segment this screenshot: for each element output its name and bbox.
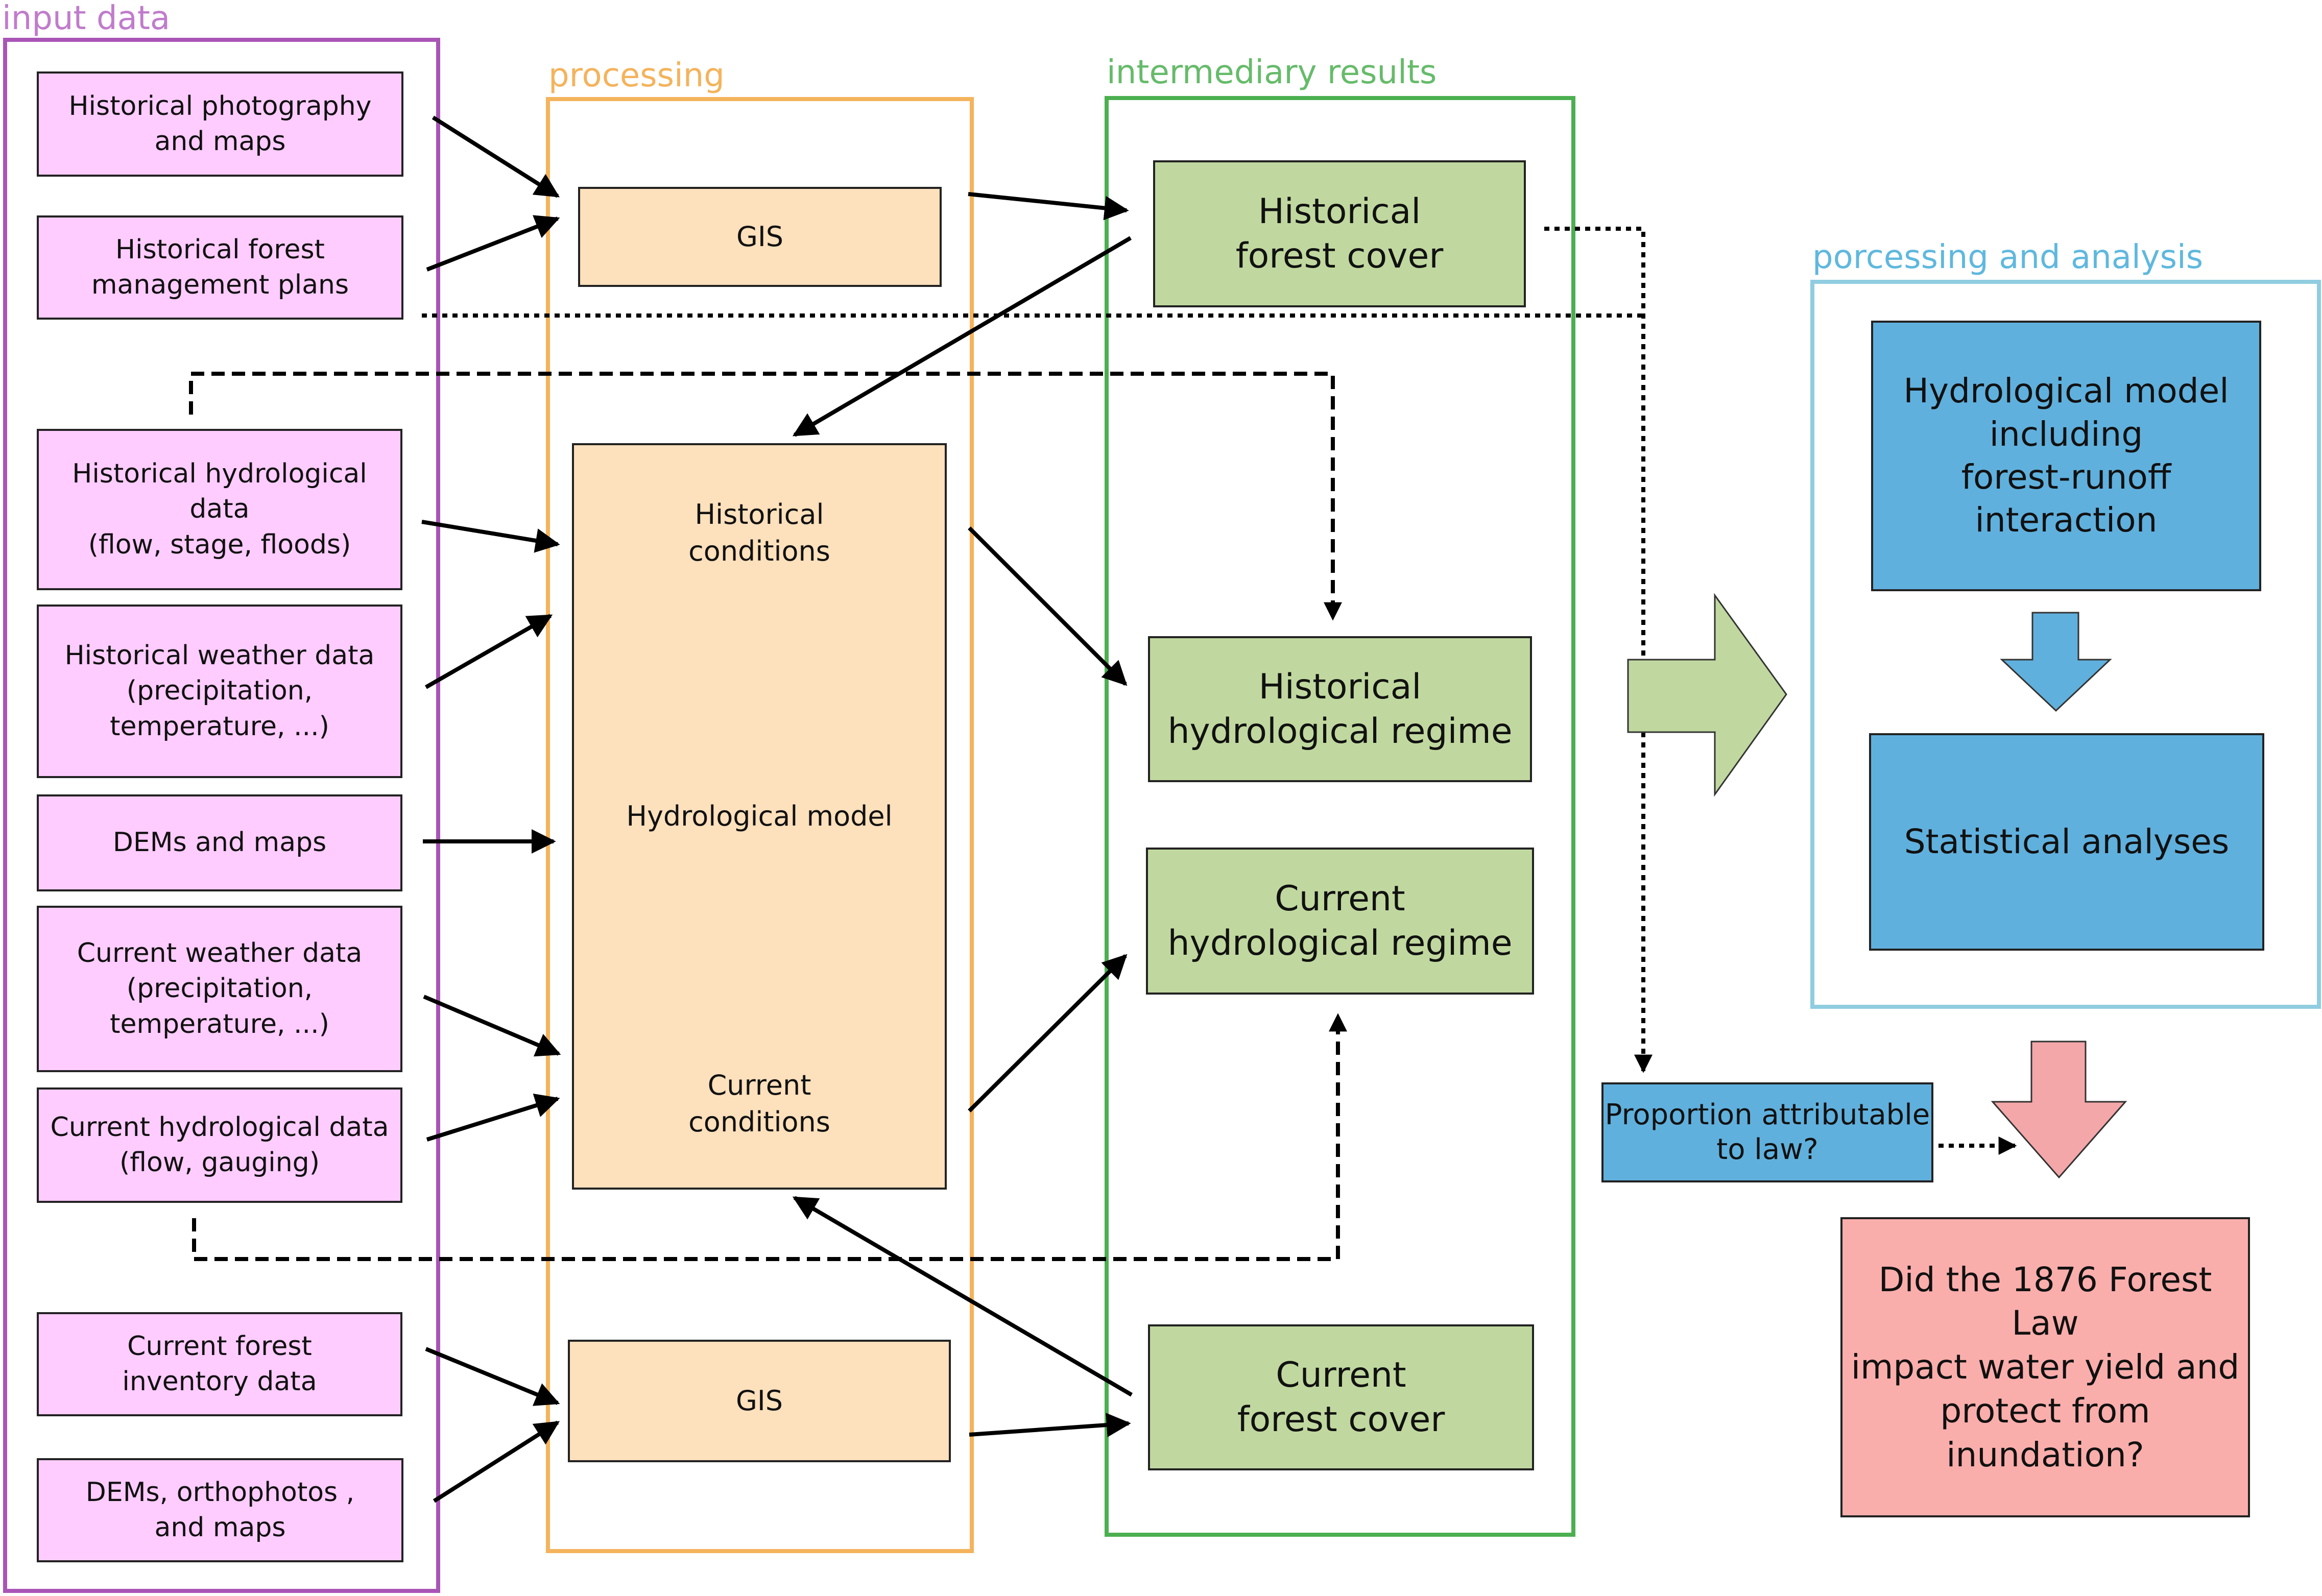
gis-bottom-box: GIS xyxy=(568,1340,951,1462)
processing-group xyxy=(546,97,974,1553)
current-hydrological-regime-box: Current hydrological regime xyxy=(1146,848,1534,995)
arrow-forest-inventory-to-gis xyxy=(425,1347,560,1406)
proportion-attributable-box: Proportion attributable to law? xyxy=(1601,1082,1933,1182)
input-current-hydrological-data: Current hydrological data (flow, gauging… xyxy=(37,1087,402,1203)
arrow-model-to-current-regime xyxy=(968,954,1128,1113)
gis-top-box: GIS xyxy=(578,187,942,287)
hydrological-model-forest-runoff-box: Hydrological model including forest-runo… xyxy=(1871,321,2261,591)
arrow-curr-weather-to-model xyxy=(423,995,561,1057)
input-current-forest-inventory: Current forest inventory data xyxy=(37,1312,402,1416)
current-forest-cover-box: Current forest cover xyxy=(1148,1324,1534,1470)
big-green-arrow xyxy=(1627,593,1787,797)
input-historical-photography: Historical photography and maps xyxy=(37,71,403,177)
processing-group-label: processing xyxy=(548,57,725,94)
arrow-hist-hydro-to-model xyxy=(421,520,560,553)
input-current-weather-data: Current weather data (precipitation, tem… xyxy=(37,906,402,1072)
intermediary-results-group xyxy=(1105,96,1575,1537)
historical-forest-cover-box: Historical forest cover xyxy=(1153,160,1526,307)
arrow-hist-weather-to-model xyxy=(425,614,553,689)
arrow-curr-hydro-to-model xyxy=(426,1093,560,1142)
arrow-photo-to-gis xyxy=(432,115,560,198)
pink-down-arrow xyxy=(1991,1041,2127,1179)
hydrological-model-label: Hydrological model xyxy=(626,800,893,833)
arrow-orthophotos-to-gis xyxy=(433,1420,560,1503)
arrow-plans-to-gis xyxy=(426,215,560,272)
arrow-gis-to-historical-forest-cover xyxy=(968,192,1129,221)
historical-hydrological-regime-box: Historical hydrological regime xyxy=(1148,636,1532,782)
current-conditions-label: Current conditions xyxy=(688,1069,830,1138)
input-data-group xyxy=(3,38,440,1593)
input-data-group-label: input data xyxy=(2,0,171,37)
processing-and-analysis-group xyxy=(1810,280,2321,1009)
arrow-model-to-historical-regime xyxy=(968,526,1128,686)
research-question-box: Did the 1876 Forest Law impact water yie… xyxy=(1840,1217,2250,1517)
input-historical-hydrological-data: Historical hydrological data (flow, stag… xyxy=(37,429,402,590)
input-dems-orthophotos-maps: DEMs, orthophotos , and maps xyxy=(37,1458,403,1562)
input-historical-weather-data: Historical weather data (precipitation, … xyxy=(37,604,402,778)
input-dems-and-maps: DEMs and maps xyxy=(37,794,402,891)
intermediary-results-group-label: intermediary results xyxy=(1107,54,1437,91)
processing-and-analysis-group-label: porcessing and analysis xyxy=(1812,238,2204,276)
input-historical-forest-plans: Historical forest management plans xyxy=(37,215,403,320)
historical-conditions-label: Historical conditions xyxy=(688,498,830,567)
statistical-analyses-box: Statistical analyses xyxy=(1869,733,2264,951)
hydrological-model-box: Historical conditions Hydrological model… xyxy=(572,443,947,1190)
